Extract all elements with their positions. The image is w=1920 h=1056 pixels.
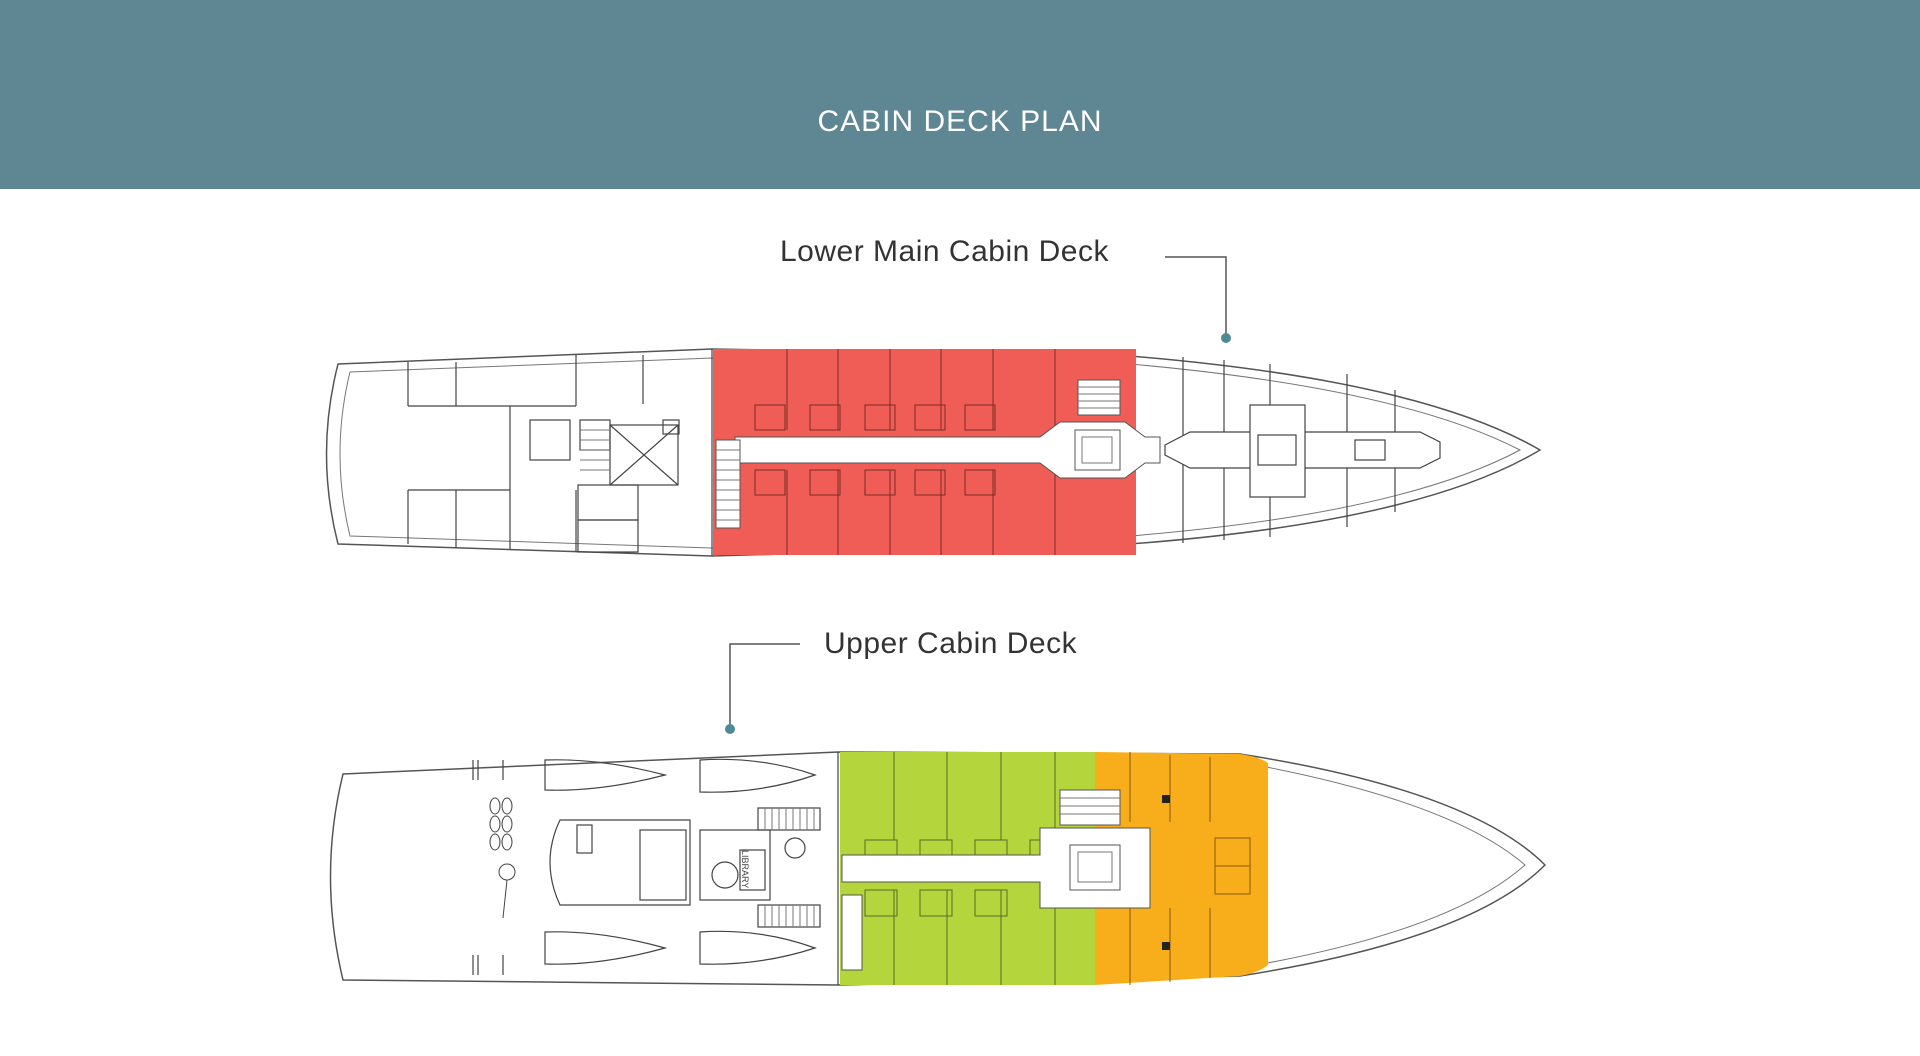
upper-deck-plan: LIBRARY: [329, 751, 1547, 986]
upper-deck-pointer: [725, 643, 800, 734]
deck-chairs: [489, 797, 516, 919]
header-banner: CABIN DECK PLAN: [0, 0, 1920, 189]
page-title: CABIN DECK PLAN: [817, 105, 1103, 138]
lower-deck-pointer: [1165, 256, 1231, 343]
library-label: LIBRARY: [740, 850, 750, 888]
lower-deck-label: Lower Main Cabin Deck: [780, 235, 1109, 268]
upper-deck-label: Upper Cabin Deck: [824, 627, 1078, 660]
lower-deck-plan: [325, 348, 1542, 557]
upper-cabin-zone-orange: [1095, 752, 1268, 985]
